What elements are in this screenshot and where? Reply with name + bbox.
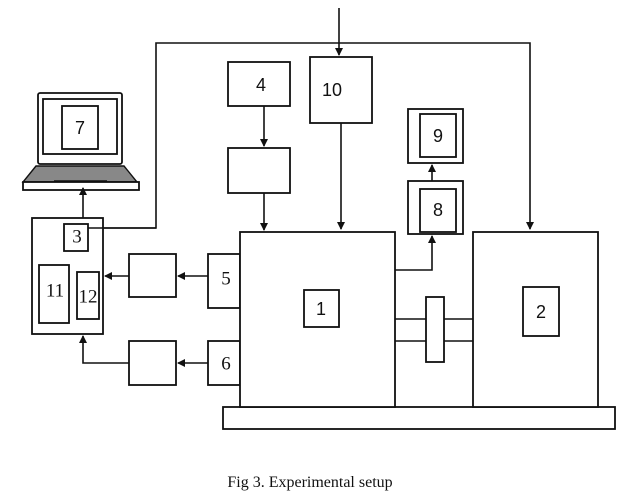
block-8: 8 <box>407 180 464 235</box>
block-2: 2 <box>472 231 599 408</box>
block-6: 6 <box>207 340 241 386</box>
block-10: 10 <box>309 56 373 124</box>
base-plate <box>222 406 616 430</box>
unlabeled-block-upper <box>128 253 177 298</box>
shaft-coupling <box>395 296 473 363</box>
block-1-label: 1 <box>316 299 326 319</box>
block-3-label: 3 <box>72 227 82 248</box>
unlabeled-block-lower <box>128 340 177 386</box>
block-12-label: 12 <box>79 287 98 308</box>
controller-frame: 3 11 12 <box>31 217 104 335</box>
laptop-keyboard <box>21 165 139 183</box>
block-9-label: 9 <box>433 126 443 146</box>
block-11-label: 11 <box>46 281 64 302</box>
block-9: 9 <box>407 108 464 164</box>
block-1: 1 <box>239 231 396 408</box>
block-4: 4 <box>227 61 291 107</box>
block-7-label: 7 <box>75 118 85 138</box>
laptop-7: 7 <box>21 92 140 191</box>
block-8-label: 8 <box>433 200 443 220</box>
block-5: 5 <box>207 253 241 309</box>
block-6-label: 6 <box>221 354 231 375</box>
figure-caption: Fig 3. Experimental setup <box>227 474 393 491</box>
arrow-1-to-8 <box>395 235 436 271</box>
block-10-label: 10 <box>322 80 342 100</box>
block-5-label: 5 <box>221 269 231 290</box>
arrow-to-controller-lower <box>79 335 129 364</box>
block-4-label: 4 <box>256 75 266 95</box>
block-2-label: 2 <box>536 302 546 322</box>
unlabeled-block-top <box>227 147 291 194</box>
